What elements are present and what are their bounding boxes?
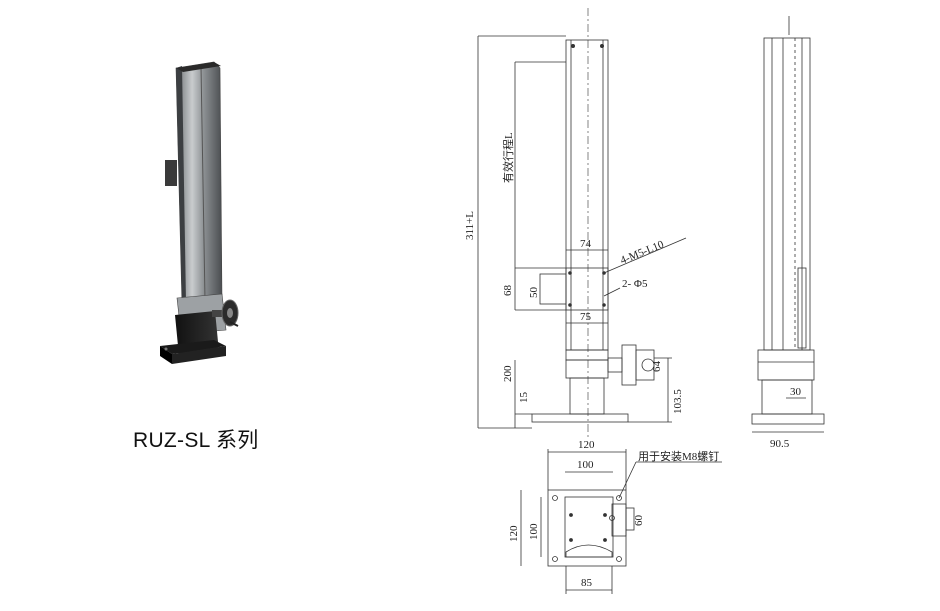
dim-base-bottom: 85	[581, 577, 593, 589]
dim-side-offset: 30	[790, 386, 802, 398]
dim-base-wheel: 60	[633, 515, 645, 527]
dim-stroke: 有效行程L	[501, 132, 515, 183]
dim-carriage-top: 74	[580, 238, 592, 250]
dim-handwheel: 64	[651, 361, 663, 373]
front-view: 311+L 有效行程L 68 50 74 75 4-M5-L10 2- Φ5 2…	[464, 8, 687, 440]
dim-base-inner-height: 100	[528, 523, 540, 540]
dim-base-outer-height: 120	[508, 525, 520, 542]
dim-base-outer-width: 120	[578, 439, 595, 451]
dim-carriage-height: 68	[502, 285, 514, 297]
base-view: 120 100 120 100 85 60 用于安装M8螺钉	[508, 439, 722, 594]
dim-base-height: 200	[502, 365, 514, 382]
dim-carriage-inner: 50	[528, 287, 540, 299]
dim-side-depth: 90.5	[770, 438, 790, 450]
series-label: RUZ-SL 系列	[133, 429, 259, 452]
dim-carriage-bottom: 75	[580, 311, 592, 323]
dim-total-length: 311+L	[464, 211, 476, 240]
dim-base-plate: 15	[518, 392, 530, 404]
screw-spec: 4-M5-L10	[619, 238, 666, 266]
mount-note: 用于安装M8螺钉	[638, 449, 719, 463]
side-view: 90.5 30	[751, 16, 825, 450]
dim-base-inner-width: 100	[577, 459, 594, 471]
dim-handwheel-height: 103.5	[672, 389, 684, 414]
pin-spec: 2- Φ5	[622, 278, 648, 290]
